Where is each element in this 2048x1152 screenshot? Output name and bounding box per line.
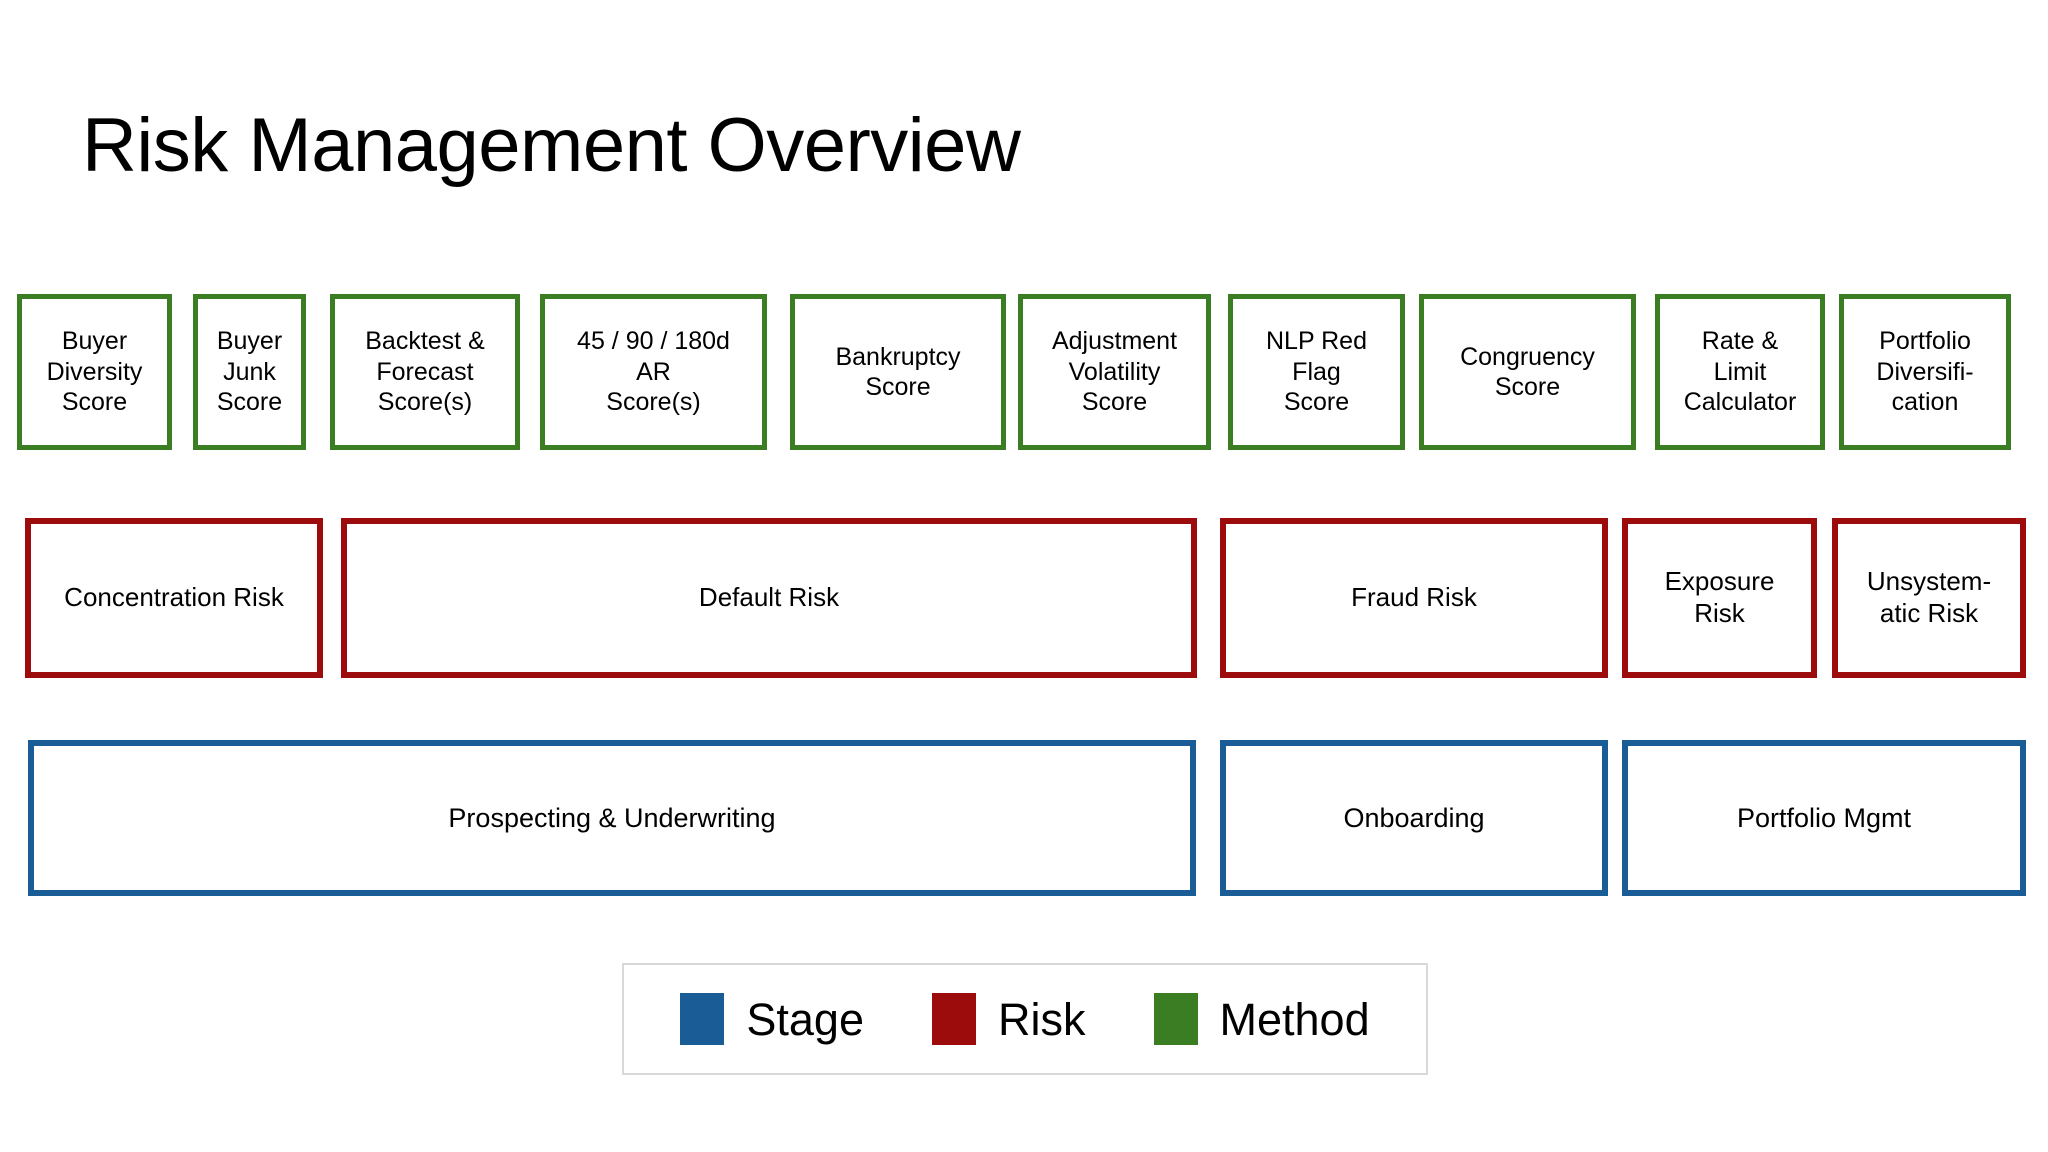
box-label: Prospecting & Underwriting xyxy=(448,802,776,833)
box-label: Onboarding xyxy=(1343,802,1485,833)
legend-swatch-stage-icon xyxy=(680,993,725,1045)
stage-box-prospecting-underwriting[interactable]: Prospecting & Underwriting xyxy=(28,740,1196,896)
stage-box-portfolio-mgmt[interactable]: Portfolio Mgmt xyxy=(1622,740,2026,896)
box-label: Adjustment Volatility Score xyxy=(1051,327,1178,417)
box-label: Default Risk xyxy=(698,582,840,613)
method-box-congruency-score[interactable]: Congruency Score xyxy=(1419,294,1636,450)
method-box-adjustment-volatility-score[interactable]: Adjustment Volatility Score xyxy=(1018,294,1211,450)
legend-item-method: Method xyxy=(1153,993,1370,1045)
box-label: Bankruptcy Score xyxy=(835,342,961,402)
box-label: Buyer Junk Score xyxy=(216,327,283,417)
method-box-bankruptcy-score[interactable]: Bankruptcy Score xyxy=(790,294,1006,450)
legend-label: Stage xyxy=(746,993,864,1045)
legend: Stage Risk Method xyxy=(622,963,1428,1075)
legend-label: Method xyxy=(1219,993,1370,1045)
box-label: Unsystem- atic Risk xyxy=(1866,566,1992,628)
method-box-rate-limit-calculator[interactable]: Rate & Limit Calculator xyxy=(1655,294,1825,450)
box-label: Portfolio Mgmt xyxy=(1736,802,1912,833)
risk-box-exposure-risk[interactable]: Exposure Risk xyxy=(1622,518,1817,678)
risk-box-concentration-risk[interactable]: Concentration Risk xyxy=(25,518,323,678)
method-box-buyer-junk-score[interactable]: Buyer Junk Score xyxy=(193,294,306,450)
method-box-portfolio-diversifi-cation[interactable]: Portfolio Diversifi- cation xyxy=(1839,294,2011,450)
box-label: Fraud Risk xyxy=(1351,582,1477,613)
risk-box-fraud-risk[interactable]: Fraud Risk xyxy=(1220,518,1608,678)
box-label: Rate & Limit Calculator xyxy=(1683,327,1797,417)
box-label: Portfolio Diversifi- cation xyxy=(1876,327,1974,417)
risk-row: Concentration Risk Default Risk Fraud Risk… xyxy=(0,518,2048,678)
stage-box-onboarding[interactable]: Onboarding xyxy=(1220,740,1608,896)
legend-item-risk: Risk xyxy=(932,993,1086,1045)
box-label: 45 / 90 / 180d AR Score(s) xyxy=(577,327,730,417)
box-label: Congruency Score xyxy=(1460,342,1595,402)
risk-box-unsystem-atic-risk[interactable]: Unsystem- atic Risk xyxy=(1832,518,2026,678)
box-label: Backtest & Forecast Score(s) xyxy=(365,327,485,417)
box-label: Concentration Risk xyxy=(64,582,284,613)
legend-item-stage: Stage xyxy=(680,993,864,1045)
legend-label: Risk xyxy=(998,993,1086,1045)
box-label: NLP Red Flag Score xyxy=(1266,327,1367,417)
legend-swatch-risk-icon xyxy=(932,993,976,1045)
stage-row: Prospecting & Underwriting Onboarding Port… xyxy=(0,740,2048,896)
method-row: Buyer Diversity Score Buyer Junk Score Bac… xyxy=(0,294,2048,450)
box-label: Buyer Diversity Score xyxy=(46,327,143,417)
method-box-buyer-diversity-score[interactable]: Buyer Diversity Score xyxy=(17,294,172,450)
box-label: Exposure Risk xyxy=(1664,566,1775,628)
legend-swatch-method-icon xyxy=(1153,993,1198,1045)
method-box-nlp-red-flag-score[interactable]: NLP Red Flag Score xyxy=(1228,294,1405,450)
method-box-backtest-forecast-score-s[interactable]: Backtest & Forecast Score(s) xyxy=(330,294,520,450)
page-title: Risk Management Overview xyxy=(82,103,1021,188)
method-box-45-90-180d-ar-score-s[interactable]: 45 / 90 / 180d AR Score(s) xyxy=(540,294,767,450)
risk-box-default-risk[interactable]: Default Risk xyxy=(341,518,1197,678)
